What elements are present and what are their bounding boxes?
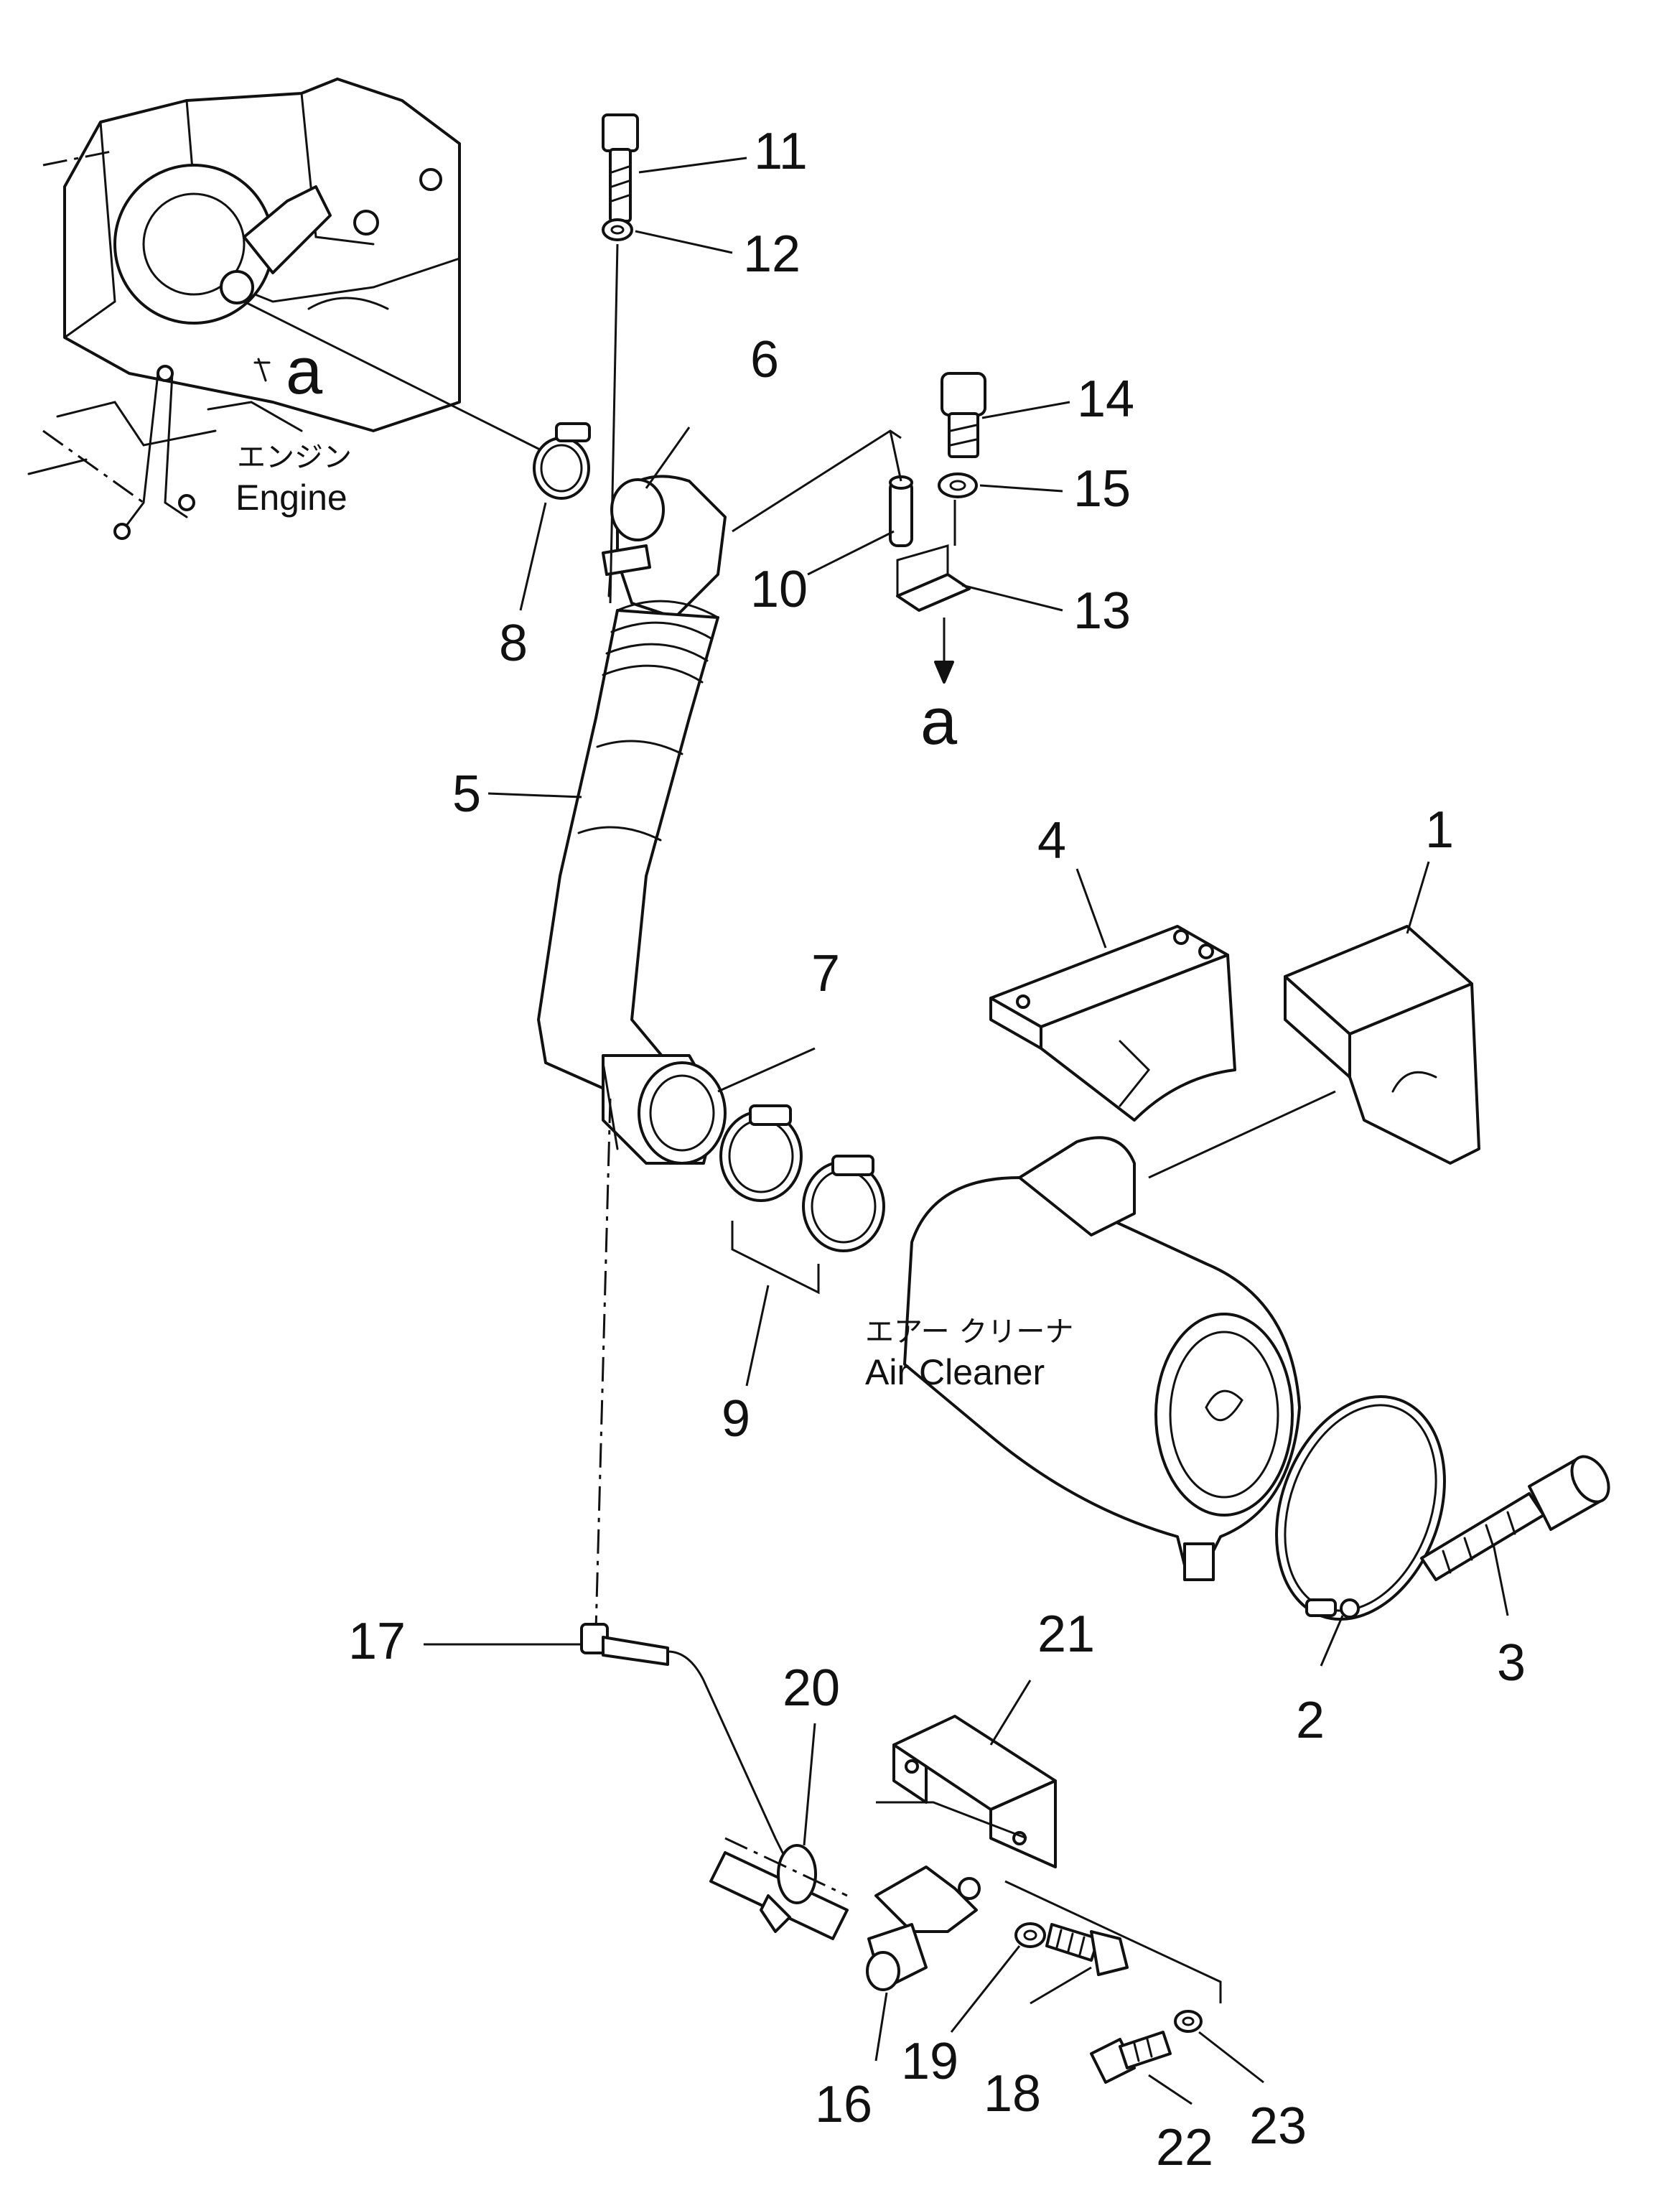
washer-15	[938, 472, 978, 498]
callout-8: 8	[499, 615, 528, 672]
callout-3: 3	[1497, 1634, 1526, 1692]
callout-11: 11	[754, 123, 808, 180]
fitting-17	[580, 1623, 669, 1666]
elbow-6	[602, 475, 727, 619]
bracket-4	[989, 925, 1236, 1122]
bolt-3	[1420, 1455, 1610, 1581]
callout-13: 13	[1073, 582, 1131, 640]
bracket-21	[876, 1715, 1057, 1868]
washer-19	[1014, 1922, 1046, 1948]
callout-leaders	[424, 157, 1509, 2105]
callout-18: 18	[984, 2065, 1041, 2123]
engine-label-jp: エンジン	[237, 441, 352, 474]
callout-21: 21	[1037, 1606, 1095, 1663]
callout-numbers: 1 2 3 4 5 6 7 8 9 10 11 12 13 14 15 16 1…	[348, 123, 1526, 2176]
callout-15: 15	[1073, 460, 1131, 518]
cover-1	[1284, 925, 1480, 1165]
callout-16: 16	[815, 2076, 872, 2133]
engine-label-en: Engine	[235, 478, 347, 518]
hose-clamps-9	[719, 1104, 885, 1295]
washer-12	[602, 218, 633, 241]
air-cleaner-label-en: Air Cleaner	[865, 1352, 1045, 1392]
callout-14: 14	[1077, 371, 1134, 428]
connector-7	[602, 1054, 727, 1165]
bracket-13	[896, 544, 971, 612]
hose-5	[537, 600, 719, 1093]
callout-19: 19	[901, 2033, 958, 2090]
air-cleaner-illustration	[903, 1136, 1301, 1581]
callout-12: 12	[743, 225, 801, 283]
bolt-14	[941, 372, 986, 458]
bolt-22	[1090, 2031, 1172, 2084]
view-a-reference-top: a	[286, 335, 323, 408]
callout-20: 20	[783, 1659, 840, 1717]
callout-23: 23	[1249, 2097, 1307, 2155]
callout-17: 17	[348, 1613, 406, 1670]
callout-1: 1	[1425, 801, 1454, 859]
callout-10: 10	[750, 561, 808, 618]
callout-7: 7	[811, 945, 840, 1002]
pin-10	[889, 475, 913, 547]
callout-22: 22	[1156, 2119, 1213, 2176]
engine-illustration	[27, 78, 461, 540]
view-a-reference-bottom: a	[920, 685, 958, 758]
callout-2: 2	[1296, 1692, 1325, 1749]
bolt-11	[602, 113, 639, 223]
callout-9: 9	[722, 1390, 750, 1448]
callout-5: 5	[452, 765, 481, 823]
hose-clamp-8	[533, 422, 591, 500]
air-cleaner-label-jp: エアー クリーナ	[865, 1315, 1073, 1349]
bolt-18	[1045, 1923, 1129, 1976]
washer-23	[1174, 2010, 1203, 2033]
sensor-16	[866, 1866, 981, 1991]
callout-4: 4	[1037, 812, 1066, 870]
tube-clamp-20	[709, 1837, 849, 1940]
callout-6: 6	[750, 331, 779, 388]
mounting-band-2	[1275, 1395, 1446, 1621]
